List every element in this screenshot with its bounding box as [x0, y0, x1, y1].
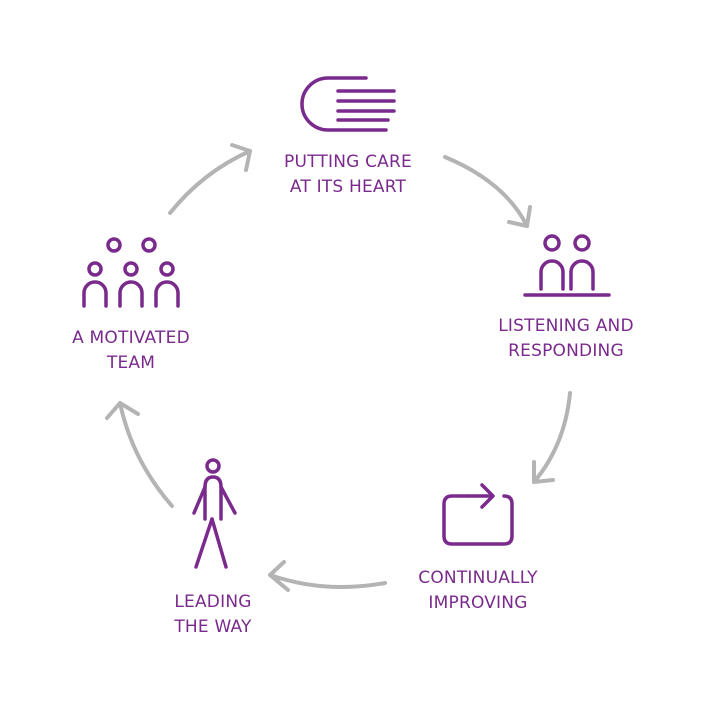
label-line: THE WAY: [174, 617, 252, 637]
label-line: PUTTING CARE: [284, 152, 412, 172]
label-line: A MOTIVATED: [72, 328, 190, 348]
arrow-leading-to-team: [118, 401, 174, 508]
label-line: TEAM: [106, 353, 156, 373]
arrowhead-leading-to-team: [105, 401, 140, 420]
arrow-care-to-listening: [443, 155, 529, 228]
group-of-people-icon: [82, 237, 180, 308]
two-people-at-table-icon: [523, 234, 611, 297]
arrowhead-listening-to-improving: [532, 460, 555, 484]
node-label-improving: CONTINUALLY IMPROVING: [418, 566, 537, 616]
label-line: AT ITS HEART: [289, 177, 407, 197]
node-label-team: A MOTIVATED TEAM: [72, 326, 190, 376]
open-hand-icon: [300, 76, 396, 132]
arrowhead-team-to-care: [230, 143, 252, 172]
arrowhead-care-to-listening: [507, 205, 532, 228]
arrow-improving-to-leading: [268, 573, 387, 590]
arrow-listening-to-improving: [532, 391, 572, 484]
node-label-putting-care: PUTTING CARE AT ITS HEART: [284, 150, 412, 200]
label-line: LISTENING AND: [498, 316, 634, 336]
label-line: IMPROVING: [428, 593, 528, 613]
arrow-team-to-care: [168, 149, 252, 215]
label-line: RESPONDING: [508, 341, 624, 361]
node-label-listening: LISTENING AND RESPONDING: [498, 314, 633, 364]
node-label-leading: LEADING THE WAY: [174, 590, 251, 640]
repeat-arrow-icon: [442, 483, 514, 546]
label-line: CONTINUALLY: [418, 568, 538, 588]
label-line: LEADING: [174, 592, 252, 612]
arrowhead-improving-to-leading: [268, 560, 290, 592]
walking-person-icon: [192, 458, 237, 569]
